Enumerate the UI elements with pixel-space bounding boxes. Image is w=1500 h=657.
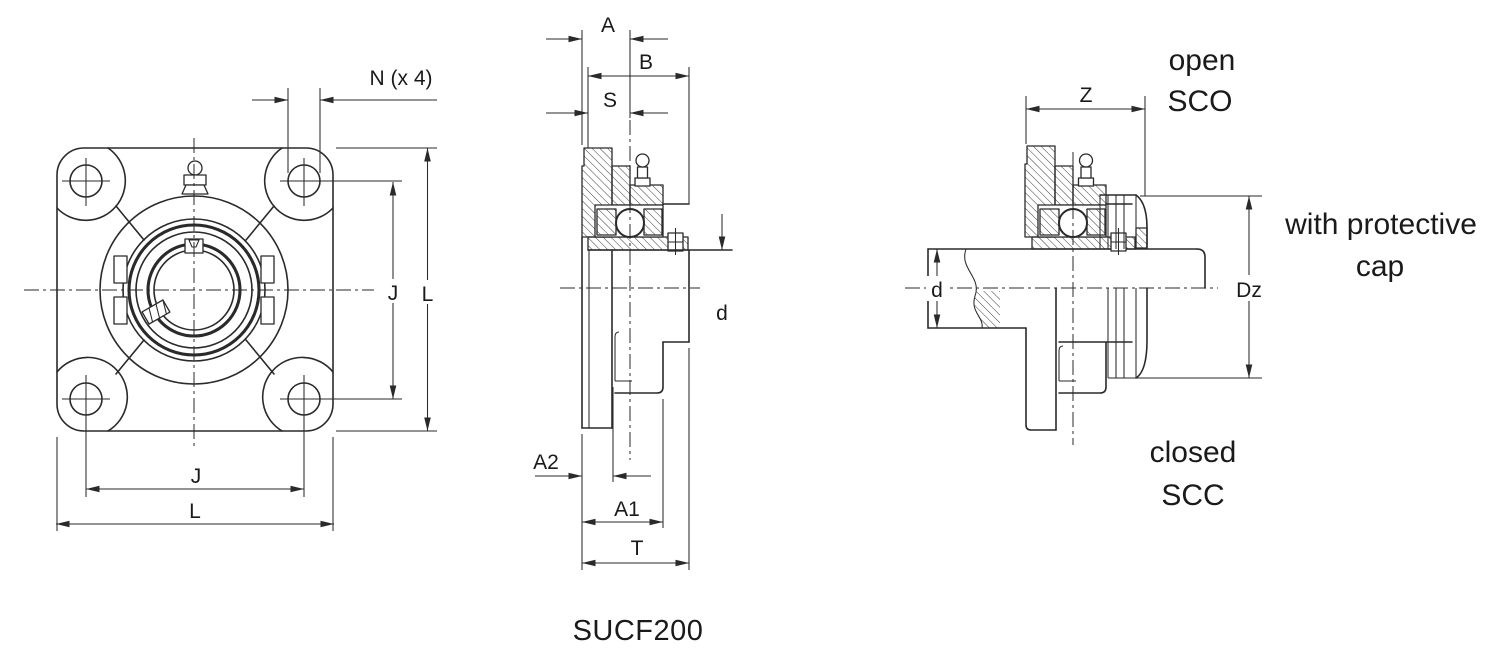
mounted-section-view: Z d Dz open SCO with protective cap clos… [905, 44, 1477, 512]
annotation-with-protective: with protective [1284, 208, 1477, 241]
dimension-b: B [587, 51, 690, 204]
shaft-end [1196, 248, 1206, 289]
grease-nipple-ball [187, 160, 203, 176]
mounted-hub-bottom [1058, 341, 1107, 394]
dimension-t: T [582, 348, 690, 570]
dim-label-l-side: L [422, 283, 434, 306]
mounted-nipple-ball [1078, 153, 1094, 168]
corner-pad-top-left [56, 147, 127, 222]
mounted-plate-bottom [1025, 327, 1057, 431]
grease-nipple-base [181, 184, 209, 195]
dimension-l-side: L [336, 147, 437, 432]
annotation-cap: cap [1356, 250, 1404, 283]
mounted-spigot [1054, 165, 1074, 206]
dimension-l-bottom: L [56, 437, 334, 531]
corner-pad-bottom-left [56, 356, 129, 432]
lug-left-upper [113, 255, 128, 284]
mounted-nipple-base [1077, 177, 1095, 187]
shaft-break-line [964, 248, 983, 329]
nipple-base [634, 177, 651, 187]
hub-bottom-edge [614, 341, 664, 394]
front-view: N (x 4) J L J L [24, 67, 437, 531]
dim-label-n: N (x 4) [370, 67, 433, 90]
shaft-break-hatch [973, 291, 1000, 328]
dimension-z: Z [1025, 84, 1146, 196]
lug-left-lower [113, 296, 128, 325]
set-screw-section [667, 228, 684, 255]
dim-label-j-side: J [388, 282, 399, 305]
dimension-a2: A2 [533, 387, 651, 570]
rib-line-bottom-left [115, 339, 145, 375]
set-screw-angled [141, 299, 171, 325]
dim-label-d-shaft: d [931, 279, 943, 302]
mounted-nipple-neck [1080, 166, 1092, 179]
corner-pad-bottom-right [261, 356, 334, 432]
part-number-label: SUCF200 [573, 615, 704, 647]
mounted-race-left [1039, 208, 1060, 236]
dimension-j-bottom: J [86, 465, 304, 493]
nipple-ball [635, 153, 650, 168]
dimension-s: S [546, 89, 668, 117]
dimension-dz: Dz [1140, 195, 1266, 378]
dimension-a1: A1 [582, 399, 664, 528]
protective-cap-bottom [1107, 287, 1262, 379]
dimension-j-side: J [384, 182, 402, 399]
side-section-view: A B S d A2 [533, 14, 733, 647]
dim-label-a: A [601, 14, 615, 37]
dim-label-z: Z [1080, 84, 1093, 107]
dim-label-b: B [639, 51, 653, 74]
annotation-scc: SCC [1161, 479, 1224, 512]
annotation-open: open [1169, 44, 1236, 77]
rib-line-top-left [115, 205, 145, 241]
dimension-d-shaft: d [926, 249, 948, 328]
dim-label-a1: A1 [614, 498, 640, 521]
dim-label-d-bore: d [716, 302, 728, 325]
protective-cap-top [1099, 194, 1148, 249]
annotation-closed: closed [1150, 436, 1237, 469]
boss-section [629, 184, 664, 206]
grease-nipple-hex [183, 174, 207, 186]
dim-label-a2: A2 [533, 451, 559, 474]
lug-right-upper [260, 255, 275, 284]
lug-right-lower [260, 296, 275, 325]
dim-label-dz: Dz [1236, 279, 1262, 302]
inner-race-left [596, 208, 617, 236]
dimension-n: N (x 4) [252, 67, 437, 173]
dimension-d-bore: d [716, 214, 728, 325]
nipple-neck [636, 166, 649, 179]
annotation-sco: SCO [1167, 85, 1232, 118]
dim-label-l-bottom: L [189, 500, 201, 523]
mounted-set-screw [1110, 228, 1127, 255]
seal-hook [614, 331, 632, 382]
dimension-a: A [546, 14, 668, 145]
mounted-race-right [1086, 208, 1106, 236]
dim-label-j-bottom: J [191, 465, 202, 488]
spigot-section [611, 165, 631, 206]
corner-pad-top-right [263, 147, 334, 222]
dim-label-s: S [603, 89, 617, 112]
dim-label-t: T [631, 537, 644, 560]
inner-race-right [643, 208, 663, 236]
